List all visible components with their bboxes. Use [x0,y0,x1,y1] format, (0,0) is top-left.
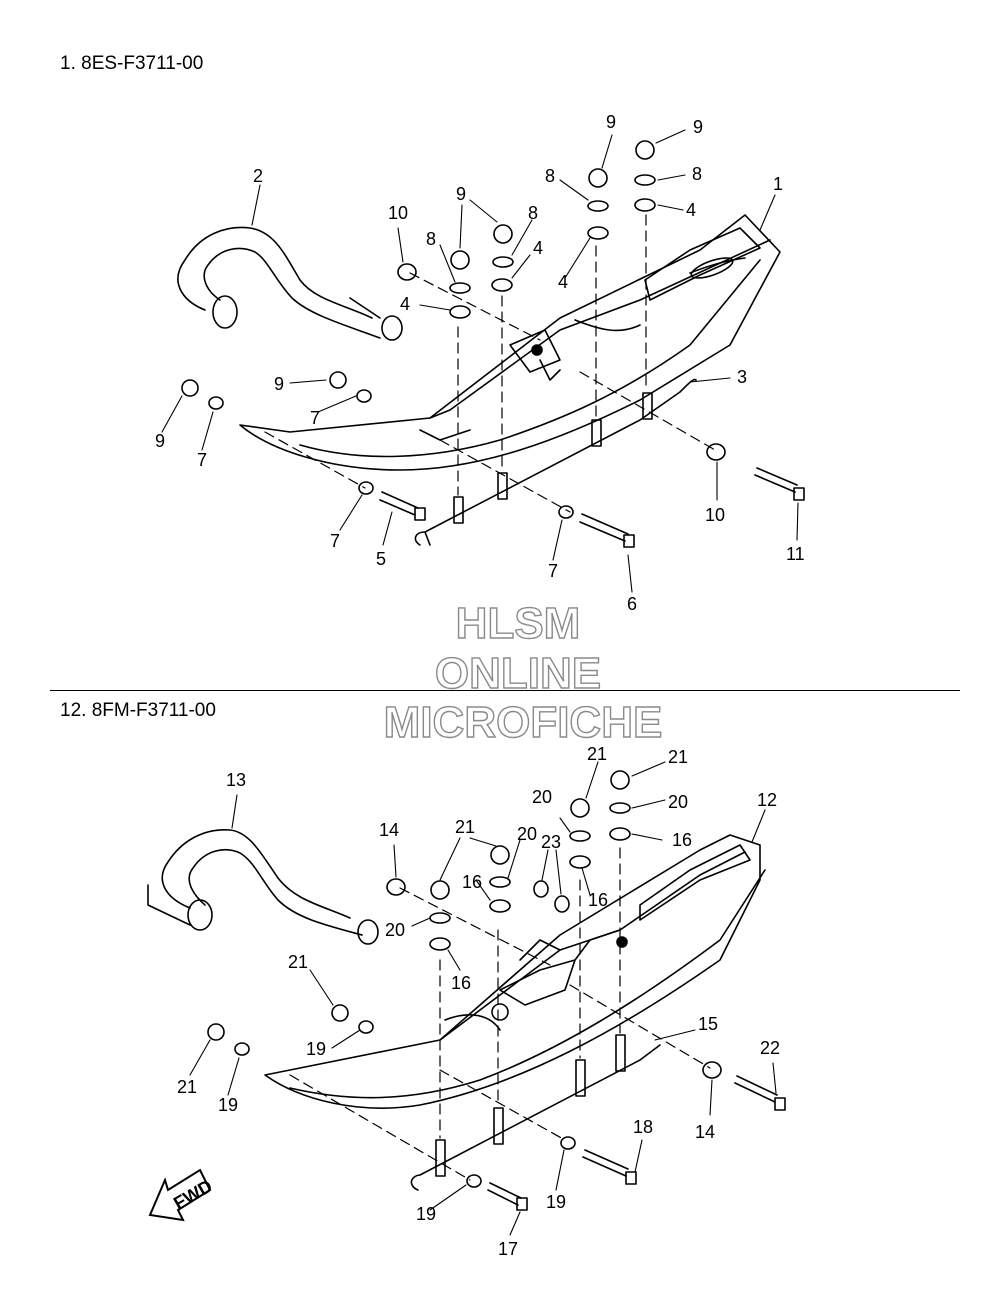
ski-handle-top [177,226,403,341]
section-title-2: 12. 8FM-F3711-00 [60,700,216,721]
watermark-line1: HLSM [456,599,581,648]
callout-label: 16 [672,830,692,850]
ski-top [239,214,781,471]
callout-label: 7 [548,561,558,581]
callouts-bottom: 12 13 14 14 15 16 16 16 16 17 18 19 19 1… [177,744,780,1259]
callout-label: 17 [498,1239,518,1259]
callout-label: 4 [558,272,568,292]
callout-label: 20 [532,787,552,807]
callout-label: 20 [668,792,688,812]
ski-bottom [264,834,766,1109]
callout-label: 9 [606,112,616,132]
callout-label: 9 [274,374,284,394]
callout-label: 14 [695,1122,715,1142]
assembly-lines-bottom [289,847,711,1181]
callout-label: 8 [528,203,538,223]
callout-label: 14 [379,820,399,840]
callout-label: 22 [760,1038,780,1058]
callouts-top: 1 2 3 4 4 4 4 5 6 7 7 7 7 7 8 8 8 8 9 9 … [155,112,805,614]
watermark-line2: ONLINE [435,649,601,698]
callout-label: 19 [218,1095,238,1115]
callout-label: 16 [588,890,608,910]
callout-label: 7 [310,408,320,428]
fwd-arrow-icon: FWD [148,1168,216,1222]
fasteners-bottom [207,770,786,1211]
callout-label: 19 [416,1204,436,1224]
callout-label: 21 [177,1077,197,1097]
callout-label: 8 [545,166,555,186]
assembly-lines-top [264,214,716,513]
ski-handle-bottom [147,829,379,945]
callout-label: 1 [773,174,783,194]
fasteners-top [181,140,805,548]
callout-label: 5 [376,549,386,569]
callout-label: 4 [400,294,410,314]
callout-leaders-bottom [189,761,777,1236]
callout-leaders-top [161,129,799,593]
callout-label: 12 [757,790,777,810]
wear-bar-top [414,378,697,546]
section-title-1: 1. 8ES-F3711-00 [60,53,204,74]
callout-label: 21 [455,817,475,837]
watermark: HLSM ONLINE MICROFICHE [383,598,663,747]
callout-label: 16 [451,973,471,993]
callout-label: 6 [627,594,637,614]
callout-label: 4 [686,200,696,220]
callout-label: 20 [385,920,405,940]
callout-label: 21 [288,952,308,972]
callout-label: 4 [533,238,543,258]
callout-label: 9 [456,184,466,204]
callout-label: 19 [306,1039,326,1059]
callout-label: 23 [541,832,561,852]
callout-label: 21 [668,747,688,767]
callout-label: 18 [633,1117,653,1137]
callout-label: 8 [692,164,702,184]
callout-label: 11 [786,544,805,564]
callout-label: 10 [705,505,725,525]
callout-label: 9 [693,117,703,137]
callout-label: 10 [388,203,408,223]
callout-label: 21 [587,744,607,764]
callout-label: 13 [226,770,246,790]
section-divider [50,690,960,691]
watermark-line3: MICROFICHE [384,698,663,747]
callout-label: 9 [155,431,165,451]
studs-top [453,392,653,524]
callout-label: 7 [197,450,207,470]
callout-label: 3 [737,367,747,387]
callout-label: 16 [462,872,482,892]
callout-label: 7 [330,531,340,551]
callout-label: 20 [517,824,537,844]
callout-label: 15 [698,1014,718,1034]
wear-bar-bottom [410,1044,661,1191]
studs-bottom [435,1034,626,1177]
callout-label: 8 [426,229,436,249]
callout-label: 2 [253,166,263,186]
callout-label: 19 [546,1192,566,1212]
